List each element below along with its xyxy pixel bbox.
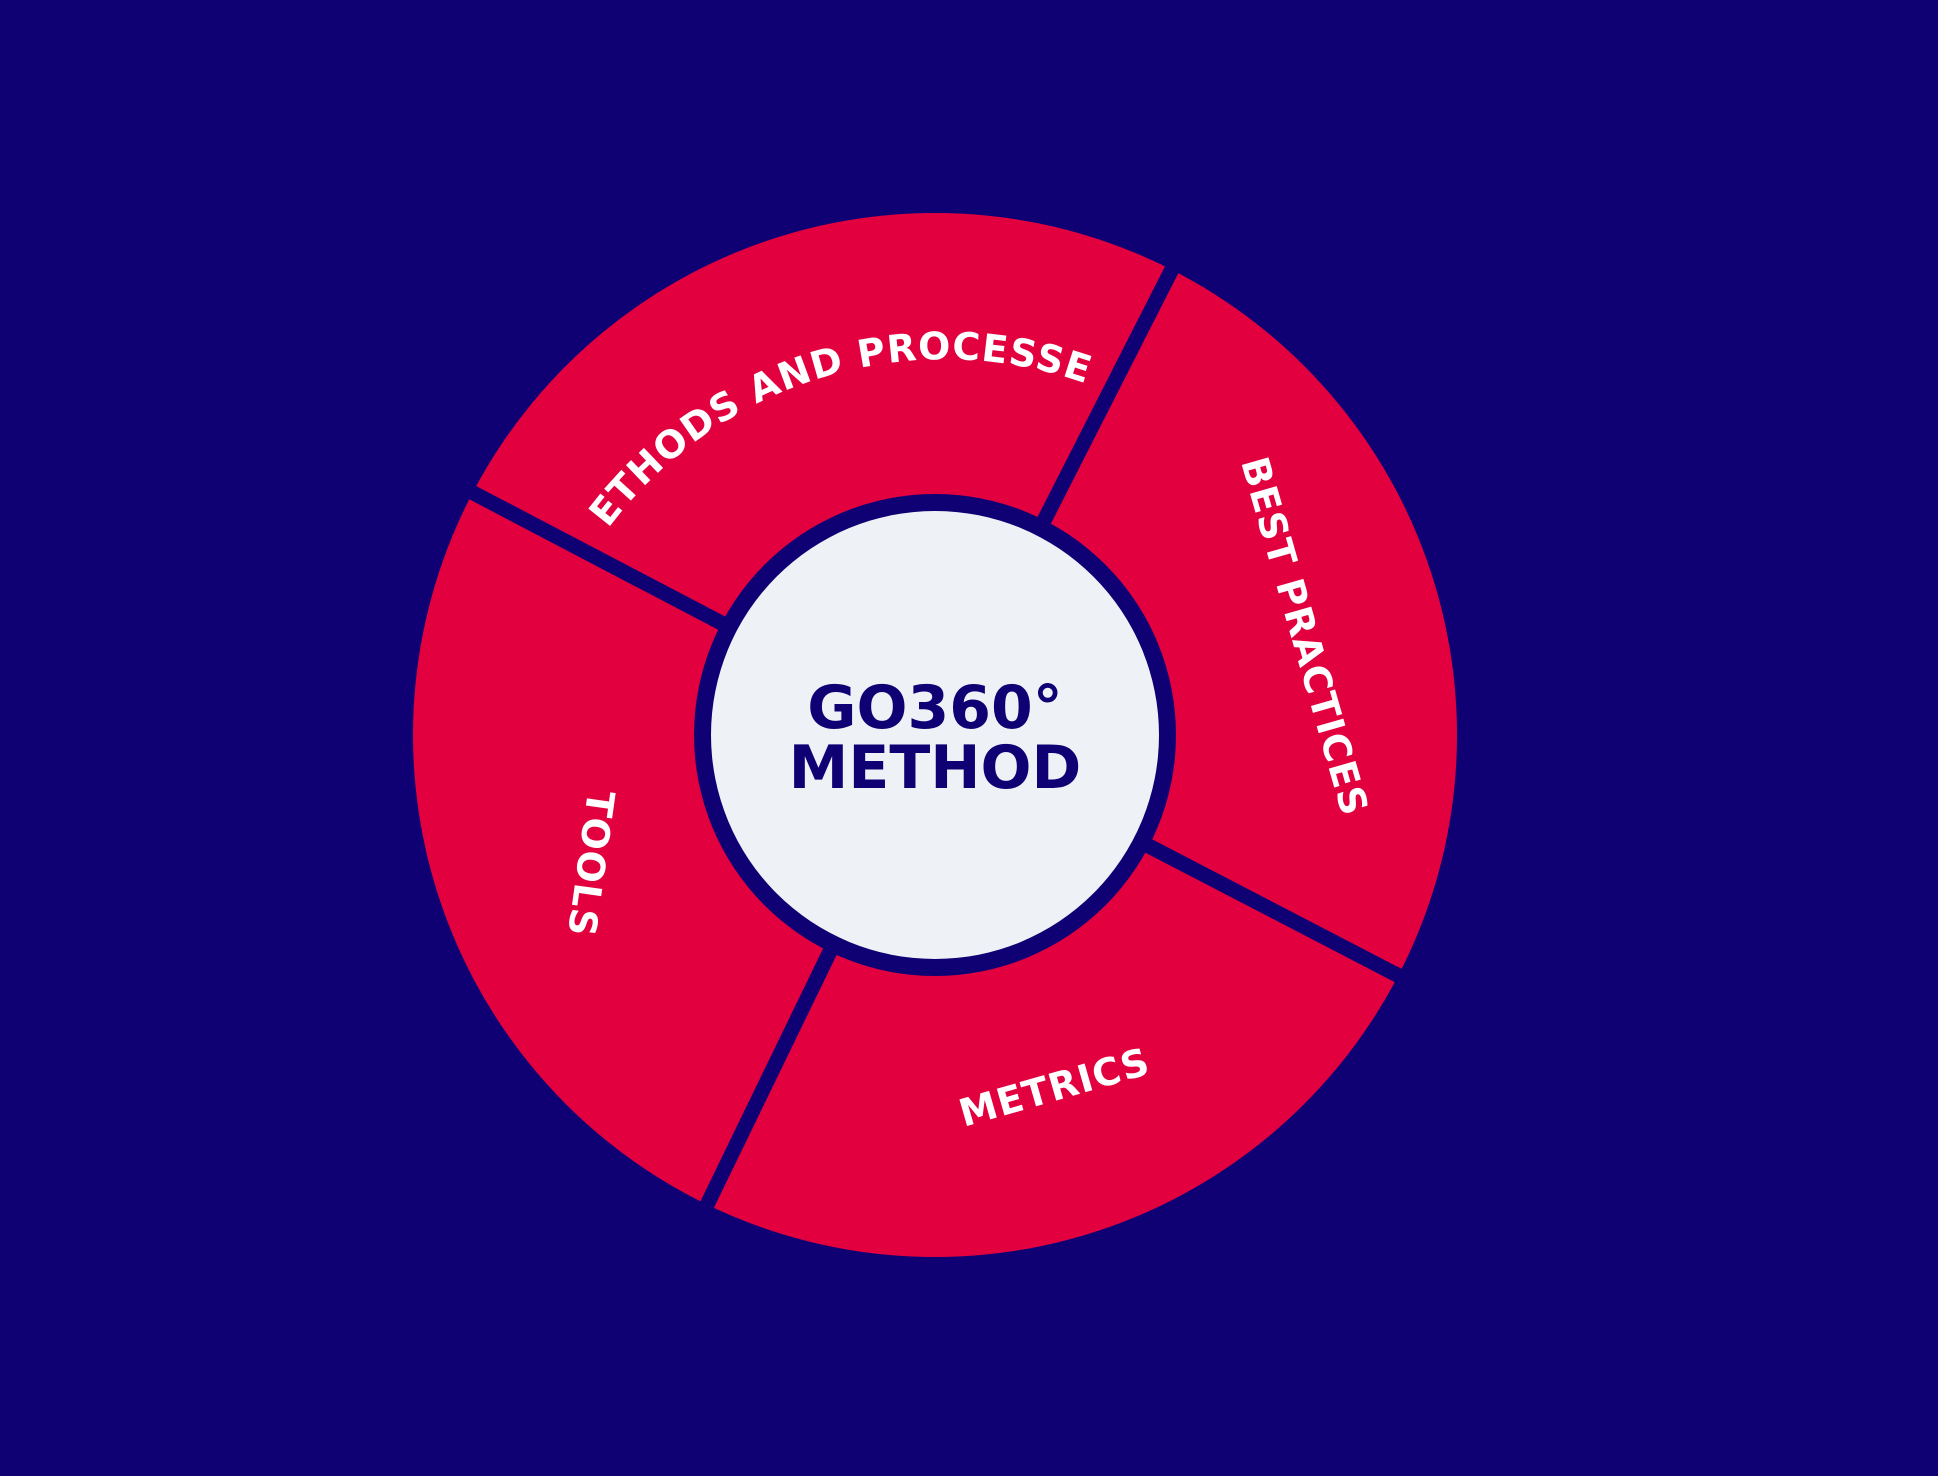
center-title-line1: GO360° — [807, 673, 1063, 743]
center-disk — [711, 511, 1159, 959]
center-title-line2: METHOD — [789, 733, 1082, 803]
